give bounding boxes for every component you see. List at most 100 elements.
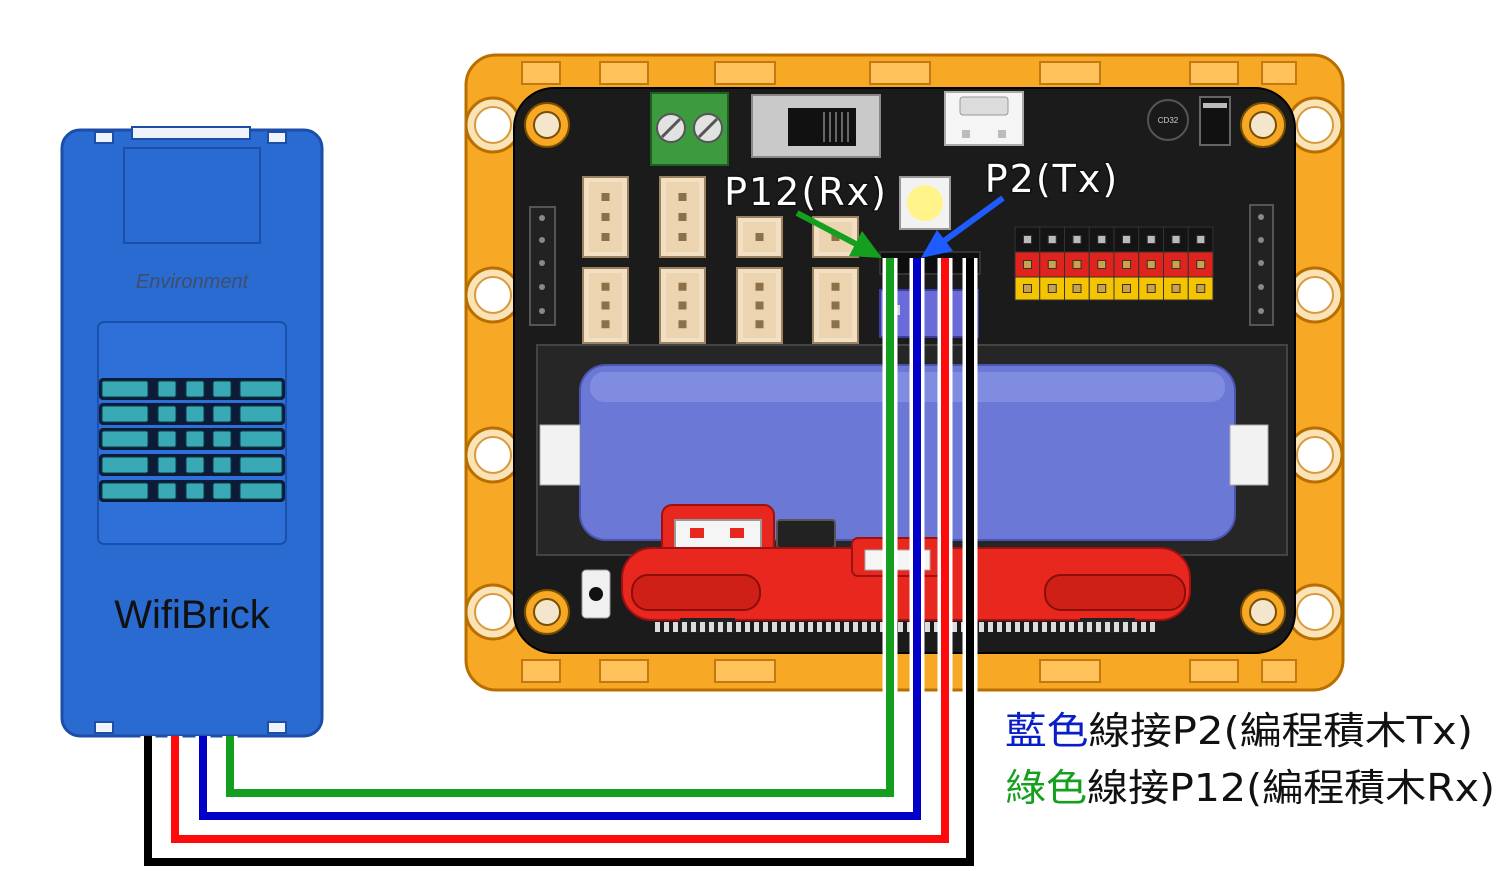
header-pin — [1196, 284, 1206, 293]
edge-pin — [988, 622, 993, 632]
frame-bricks — [521, 61, 1297, 683]
edge-pin — [790, 622, 795, 632]
edge-pin — [817, 622, 822, 632]
header-pin — [1122, 284, 1131, 293]
edge-pin — [1096, 622, 1101, 632]
connector-pin — [678, 320, 687, 329]
header-pin — [1171, 235, 1181, 244]
frame-hole-inner — [474, 276, 512, 314]
mount-hole-inner — [1249, 598, 1277, 626]
edge-pin — [718, 622, 723, 632]
gpio-header — [1014, 226, 1214, 301]
sensor-label: Environment — [136, 271, 250, 293]
edge-pin — [1132, 622, 1137, 632]
note-text: 線接P12(編程積木Rx) — [1087, 766, 1495, 810]
edge-pin — [745, 622, 750, 632]
edge-pin — [1051, 622, 1056, 632]
connector-pin — [755, 301, 764, 310]
connector-pin — [831, 233, 840, 241]
terminal-block — [650, 92, 729, 166]
edge-pin — [1069, 622, 1074, 632]
battery-clip — [1229, 424, 1269, 486]
sensor-grid — [99, 378, 285, 502]
sensor-cell — [157, 380, 177, 398]
sensor-cell — [101, 430, 149, 448]
frame-hole-inner — [1296, 593, 1334, 631]
wifibrick-mount-hole — [94, 721, 114, 734]
tx-arrow — [921, 195, 1005, 258]
edge-pin — [1042, 622, 1047, 632]
edge-pin — [997, 622, 1002, 632]
edge-pin — [835, 622, 840, 632]
red-wire — [167, 258, 953, 847]
header-pin — [1047, 260, 1057, 269]
usb-port — [944, 91, 1024, 146]
header-pin — [1072, 284, 1082, 293]
sensor-cell — [239, 430, 283, 448]
header-pin — [1023, 284, 1032, 293]
header-pin — [1171, 260, 1181, 269]
sensor-cell — [101, 482, 149, 500]
sensor-cell — [157, 456, 177, 474]
edge-pin — [1024, 622, 1029, 632]
header-pin — [1047, 235, 1057, 244]
sensor-cell — [101, 456, 149, 474]
edge-pin — [1078, 622, 1083, 632]
connector-pin — [678, 282, 687, 291]
header-pin — [1097, 284, 1107, 293]
edge-pin — [925, 622, 930, 632]
mount-hole-inner — [533, 598, 561, 626]
header-pin — [1097, 260, 1107, 269]
edge-pin — [1105, 622, 1110, 632]
connector-pin — [601, 320, 610, 329]
edge-pin — [898, 622, 903, 632]
header-pin — [1047, 284, 1057, 293]
edge-pin — [979, 622, 984, 632]
capacitor: CD32 — [1147, 99, 1189, 141]
edge-pin — [1150, 622, 1155, 632]
sensor-cell — [212, 482, 232, 500]
header-pin — [1122, 260, 1131, 269]
edge-pin — [673, 622, 678, 632]
wifibrick-module: Environment WifiBrick — [60, 126, 324, 738]
connector-pin — [755, 233, 764, 241]
tx-pin-label: P2(Tx) — [985, 157, 1119, 201]
edge-pin — [781, 622, 786, 632]
edge-pin — [682, 622, 687, 632]
header-pin — [1097, 235, 1107, 244]
green-wire — [222, 258, 898, 801]
left-pin-header — [529, 206, 556, 326]
connector-pin — [678, 301, 687, 310]
header-pin — [1072, 260, 1082, 269]
connector-pin — [601, 282, 610, 291]
sensor-cell — [239, 482, 283, 500]
edge-pin — [808, 622, 813, 632]
edge-pin — [1015, 622, 1020, 632]
mount-hole-inner — [533, 111, 561, 139]
note-green-wire: 綠色線接P12(編程積木Rx) — [1005, 766, 1495, 810]
sensor-cell — [157, 430, 177, 448]
edge-pin — [853, 622, 858, 632]
battery-clip — [539, 424, 581, 486]
connector-pin — [601, 213, 610, 221]
edge-pin — [1087, 622, 1092, 632]
sensor-cell — [157, 405, 177, 423]
frame-hole-inner — [1296, 106, 1334, 144]
edge-pin — [1006, 622, 1011, 632]
header-pin — [1146, 235, 1156, 244]
led — [899, 176, 951, 230]
edge-pin — [871, 622, 876, 632]
pcb-mount-holes — [524, 102, 1286, 635]
edge-pin — [691, 622, 696, 632]
frame-hole-inner — [1296, 436, 1334, 474]
connector-pin — [831, 320, 840, 329]
sensor-cell — [212, 456, 232, 474]
capacitor-label: CD32 — [1158, 116, 1179, 125]
connector — [582, 267, 629, 344]
edge-pin — [826, 622, 831, 632]
header-pin — [1171, 284, 1181, 293]
edge-pin — [1033, 622, 1038, 632]
edge-pin — [655, 622, 660, 632]
connector-pin — [755, 282, 764, 291]
